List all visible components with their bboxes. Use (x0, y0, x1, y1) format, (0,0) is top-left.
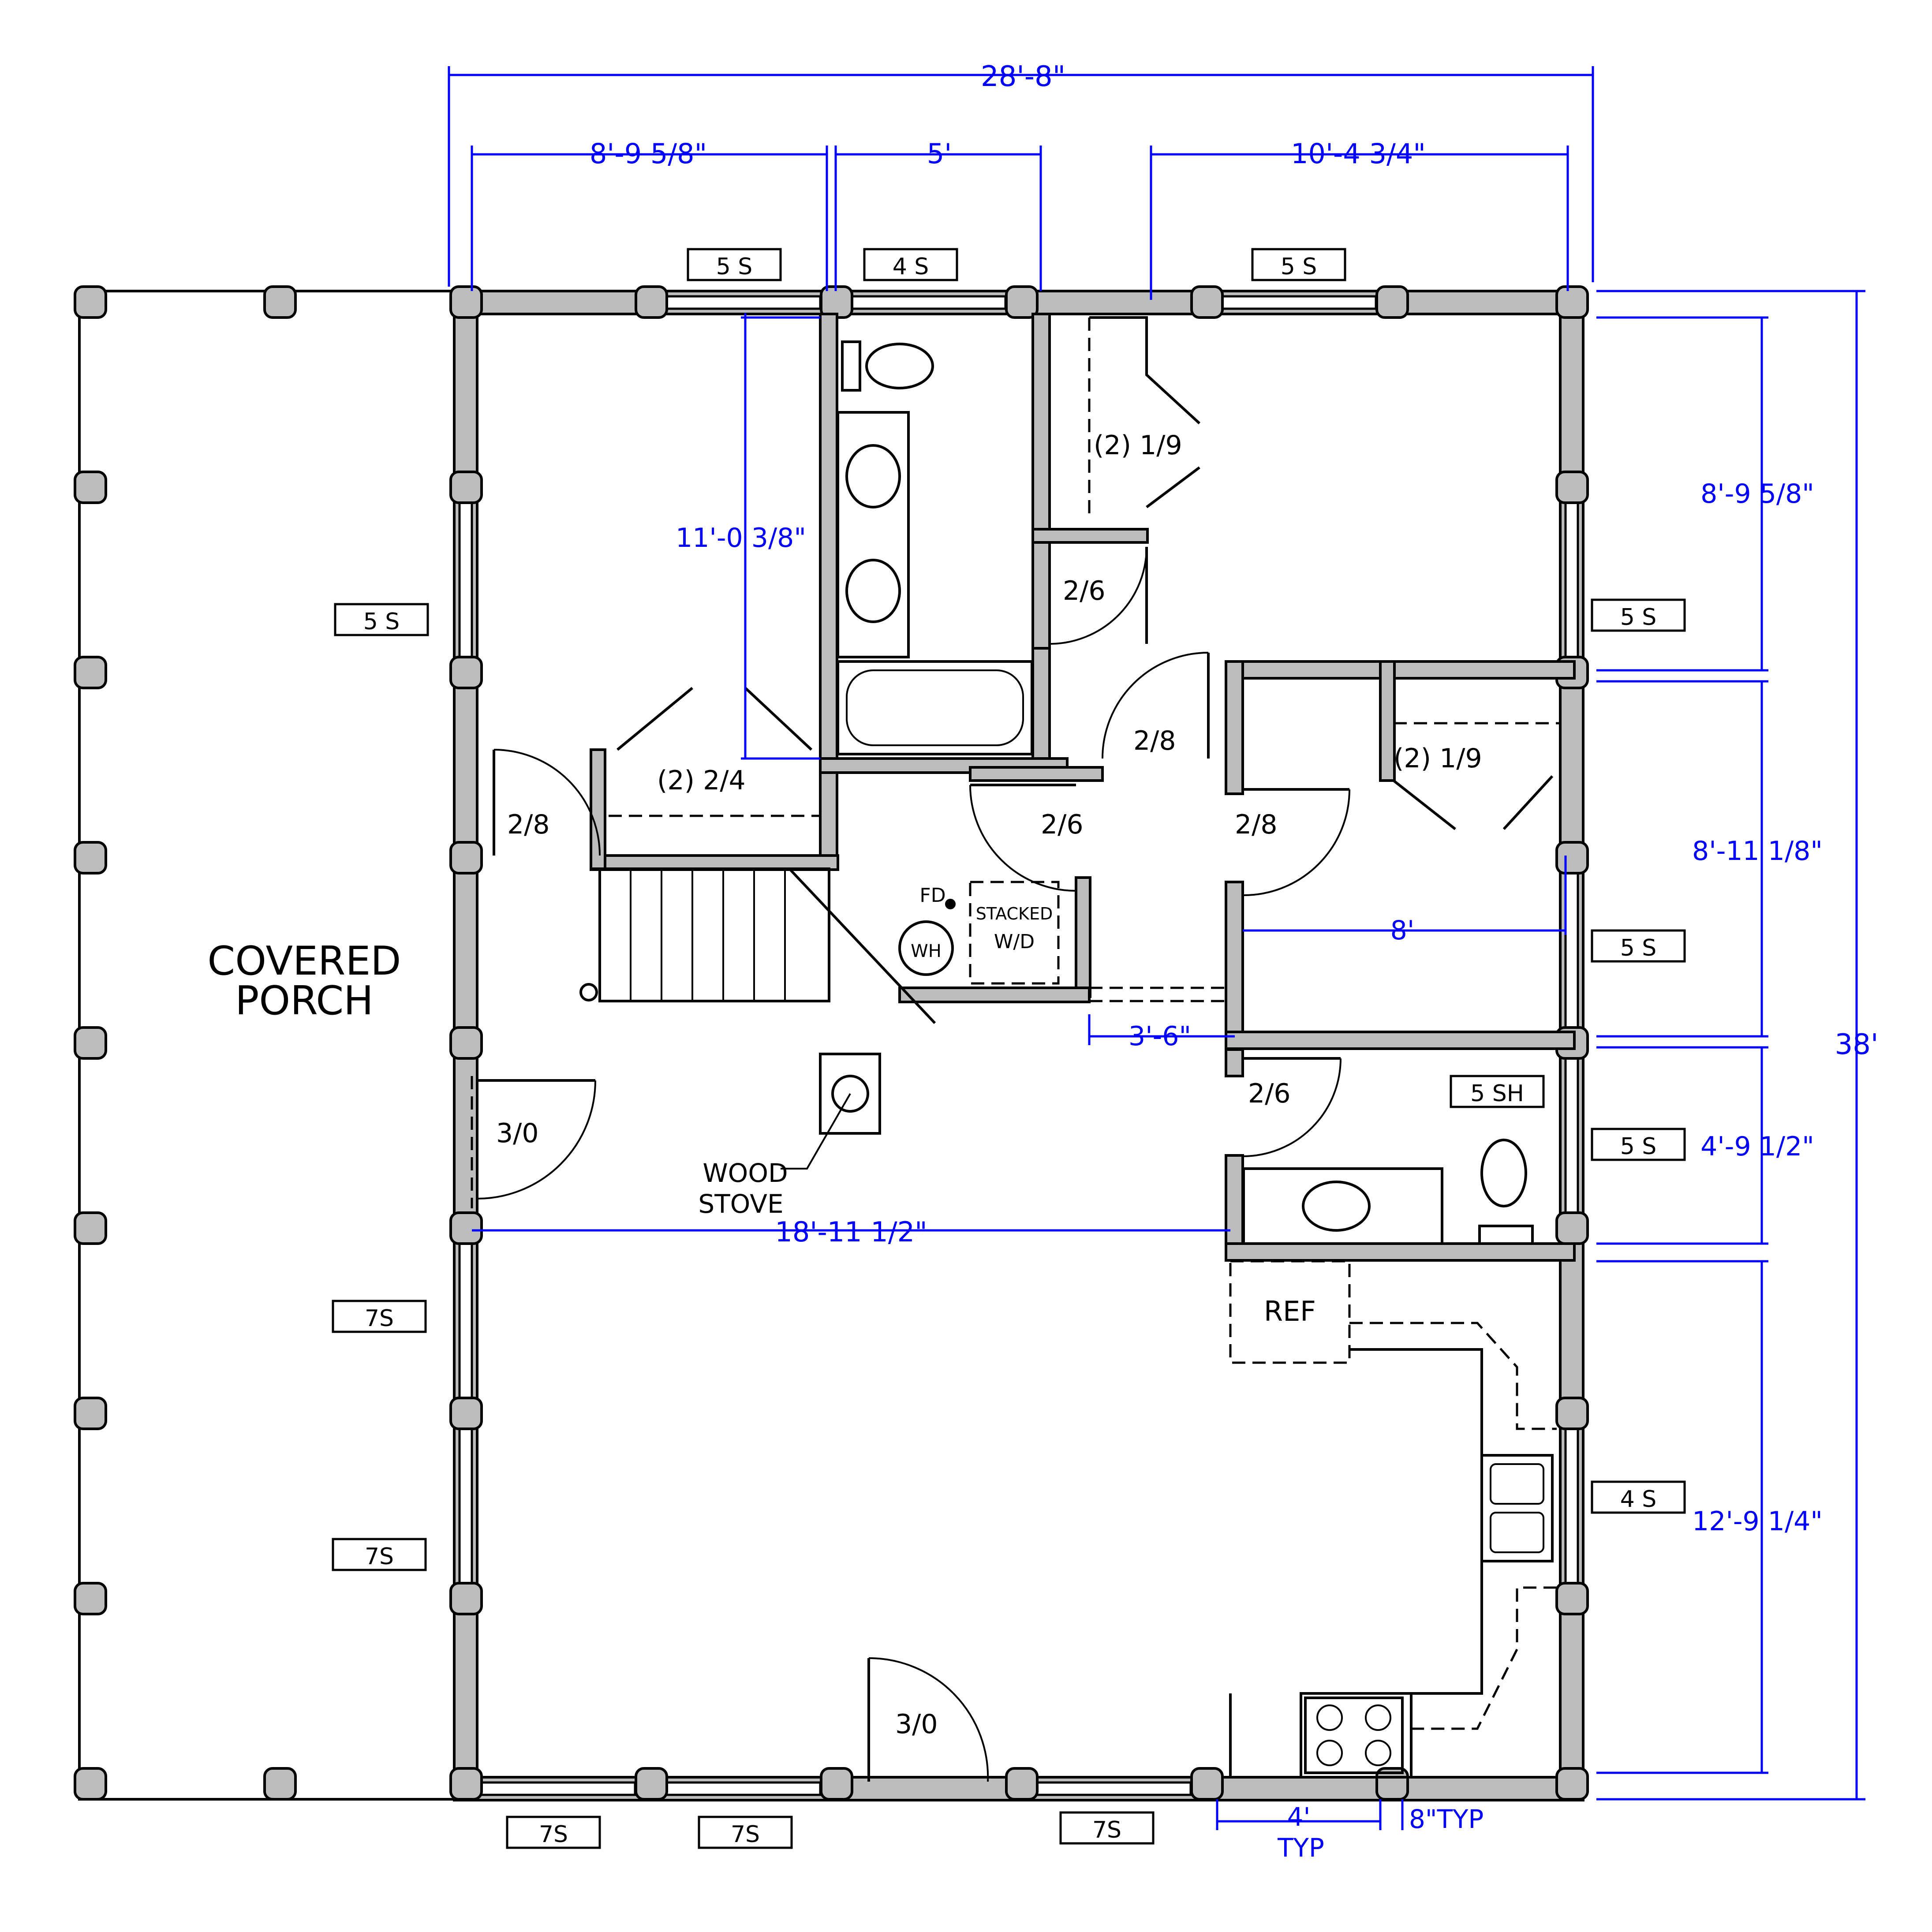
floor-drain-label: FD (919, 884, 945, 907)
stairs (579, 867, 936, 1024)
stacked-label-line1: STACKED (976, 904, 1053, 923)
vanity-lower (1242, 1167, 1443, 1245)
door-label-laundry: 2/6 (1041, 809, 1084, 840)
window-openings (458, 295, 1579, 1796)
porch-label-line1: COVERED (207, 938, 401, 984)
door-swings (471, 316, 1561, 1782)
kitchen-counter (1349, 1348, 1483, 1695)
refrigerator-label: REF (1264, 1295, 1316, 1327)
dim-right-4: 12'-9 1/4" (1692, 1506, 1823, 1537)
dim-right-2: 8'-11 1/8" (1692, 836, 1823, 867)
window-tag-bottom-left2: 7S (731, 1821, 760, 1848)
window-tag-bottom-right: 7S (1092, 1817, 1121, 1843)
wood-stove-label-line1: WOOD (703, 1158, 788, 1188)
sink-lower (1302, 1181, 1371, 1232)
sink-upper-2 (845, 559, 901, 623)
cooktop (1300, 1692, 1413, 1779)
dim-right-1: 8'-9 5/8" (1700, 478, 1814, 509)
dim-log-spacing-note: TYP (1277, 1833, 1324, 1863)
dim-top-left: 8'-9 5/8" (590, 138, 707, 170)
dim-left-room: 11'-0 3/8" (676, 523, 806, 553)
window-tag-right-kitchen: 4 S (1620, 1486, 1657, 1513)
window-tag-right-bath: 5 S (1620, 1133, 1657, 1160)
window-tags: 5 S 4 S 5 S 5 S 7S 7S 5 S 5 S 5 SH 5 S 4… (332, 248, 1686, 1849)
dim-right-3: 4'-9 1/2" (1700, 1131, 1814, 1162)
window-tag-top-bath: 4 S (893, 254, 929, 280)
window-tag-left-upper: 5 S (363, 609, 400, 635)
dim-overall-depth: 38' (1835, 1028, 1878, 1061)
floor-drain (945, 899, 956, 909)
dim-top-mid: 5' (927, 138, 952, 170)
window-tag-top-right: 5 S (1281, 254, 1317, 280)
wall-posts (449, 285, 1589, 1801)
door-label-bath: 2/6 (1063, 575, 1106, 606)
door-label-hall: 2/8 (1133, 725, 1176, 756)
porch-label-line2: PORCH (235, 978, 374, 1024)
dim-top-right: 10'-4 3/4" (1291, 138, 1426, 170)
door-label-closet-stair: (2) 2/4 (657, 765, 746, 796)
vanity-upper (837, 411, 910, 658)
kitchen-sink (1480, 1454, 1554, 1562)
porch-posts (74, 285, 297, 1801)
door-labels: 2/6 2/8 2/6 2/8 2/8 3/0 2/6 3/0 (2) 1/9 … (496, 430, 1482, 1740)
window-tag-right-mid: 5 S (1620, 935, 1657, 961)
water-heater (898, 920, 954, 976)
window-tag-left-lower: 7S (365, 1543, 394, 1570)
door-label-bed: 2/8 (1235, 809, 1278, 840)
toilet-lower (1478, 1139, 1534, 1245)
stacked-label-line2: W/D (994, 930, 1035, 953)
door-label-closet-right: (2) 1/9 (1394, 743, 1482, 774)
window-tag-top-left: 5 S (716, 254, 753, 280)
covered-porch: COVERED PORCH (74, 285, 456, 1801)
dim-hall-width: 8' (1390, 915, 1415, 946)
door-label-front-left: 2/8 (507, 809, 550, 840)
window-tag-bottom-left1: 7S (539, 1821, 568, 1848)
bathtub (837, 660, 1033, 755)
stacked-washer-dryer (969, 881, 1060, 985)
wood-stove-label-line2: STOVE (698, 1189, 783, 1219)
dim-overall-width: 28'-8" (981, 60, 1065, 93)
interior-walls (590, 313, 1576, 1262)
sink-upper-1 (845, 444, 901, 508)
dim-log-spacing: 4' (1287, 1802, 1311, 1832)
toilet-upper (841, 340, 934, 392)
dim-living-width: 18'-11 1/2" (775, 1216, 927, 1248)
fixtures: WH FD STACKED W/D WOOD STOVE REF (579, 340, 1557, 1779)
door-label-exterior: 3/0 (496, 1118, 539, 1149)
window-tag-left-mid: 7S (365, 1305, 394, 1332)
refrigerator (1229, 1260, 1351, 1364)
dim-opening: 3'-6" (1129, 1021, 1191, 1052)
water-heater-label: WH (911, 941, 942, 961)
window-tag-right-upper: 5 S (1620, 604, 1657, 631)
door-label-entry: 3/0 (895, 1709, 938, 1740)
door-label-closet-top: (2) 1/9 (1094, 430, 1182, 461)
window-tag-right-shower: 5 SH (1470, 1080, 1524, 1107)
door-label-lower-bath: 2/6 (1248, 1078, 1291, 1109)
dimension-lines: 28'-8" 8'-9 5/8" 5' 10'-4 3/4" 38' 8'-9 … (448, 60, 1879, 1863)
wood-stove (819, 1053, 881, 1135)
dim-post-size: 8"TYP (1409, 1804, 1484, 1834)
